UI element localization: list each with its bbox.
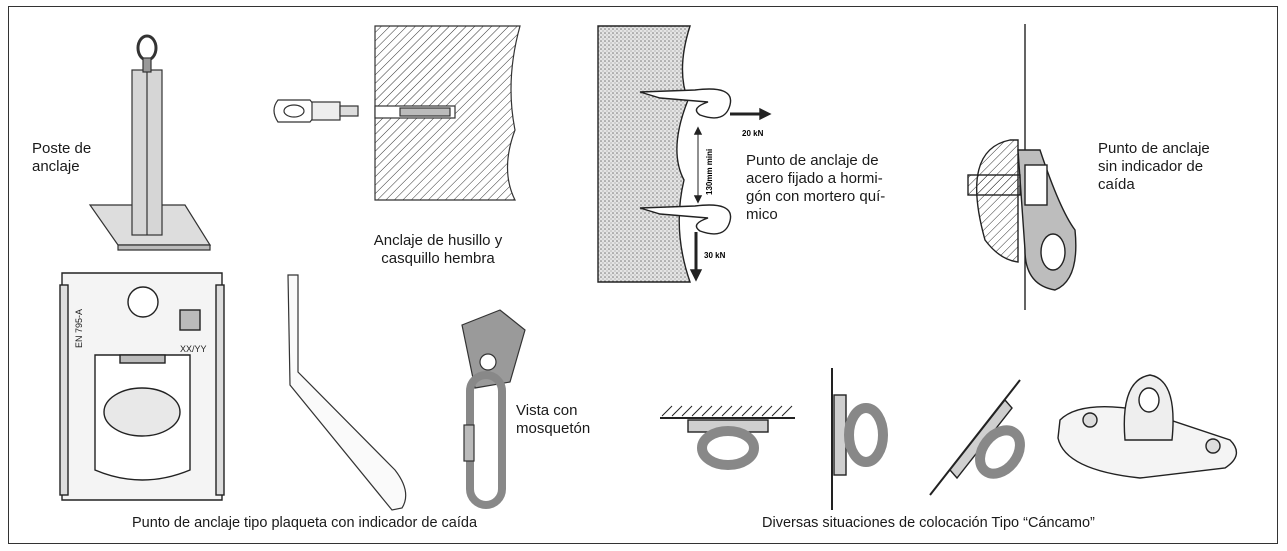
label-anchor-post: Poste de anclaje bbox=[32, 140, 91, 176]
label-steel-anchor: Punto de anclaje de acero fijado a hormi… bbox=[746, 152, 885, 224]
caption-plate-anchor: Punto de anclaje tipo plaqueta con indic… bbox=[132, 515, 478, 531]
anchor-post-illustration bbox=[88, 34, 212, 251]
label-line: mico bbox=[746, 206, 778, 223]
force-label-vertical: 30 kN bbox=[704, 251, 726, 260]
label-line: Poste de bbox=[32, 140, 92, 157]
carabiner-illustration bbox=[461, 309, 526, 509]
label-line: caída bbox=[1098, 176, 1135, 193]
label-carabiner: Vista con mosquetón bbox=[516, 402, 590, 438]
spindle-anchor-illustration bbox=[273, 25, 521, 201]
eyebolt-perspective-illustration bbox=[1057, 374, 1238, 479]
plate-profile-illustration bbox=[287, 274, 407, 511]
svg-text:XX/YY: XX/YY bbox=[180, 344, 207, 354]
plate-anchor-illustration: EN 795-A XX/YY bbox=[59, 272, 225, 501]
label-line: casquillo hembra bbox=[381, 250, 495, 267]
concrete-anchor-illustration bbox=[597, 25, 772, 283]
label-line: anclaje bbox=[32, 158, 80, 175]
label-line: sin indicador de bbox=[1098, 158, 1204, 175]
svg-text:EN 795-A: EN 795-A bbox=[74, 309, 84, 348]
label-no-indicator: Punto de anclaje sin indicador de caída bbox=[1098, 140, 1210, 194]
label-line: gón con mortero quí- bbox=[746, 188, 886, 205]
label-line: Vista con bbox=[516, 402, 578, 419]
label-line: mosquetón bbox=[516, 420, 591, 437]
label-line: Punto de anclaje de bbox=[746, 152, 879, 169]
caption-eyebolt: Diversas situaciones de colocación Tipo … bbox=[762, 515, 1095, 531]
eyebolt-inclined-illustration bbox=[929, 379, 1025, 496]
label-spindle-anchor: Anclaje de husillo y casquillo hembra bbox=[338, 232, 538, 268]
spacing-label: 130mm mini bbox=[705, 149, 714, 195]
eyebolt-wall-illustration bbox=[831, 368, 888, 510]
wall-eye-anchor-illustration bbox=[967, 24, 1077, 310]
label-line: acero fijado a hormi- bbox=[746, 170, 883, 187]
label-line: Anclaje de husillo y bbox=[373, 232, 503, 249]
force-label-horizontal: 20 kN bbox=[742, 129, 764, 138]
label-line: Punto de anclaje bbox=[1098, 140, 1210, 157]
eyebolt-ceiling-illustration bbox=[660, 405, 795, 470]
